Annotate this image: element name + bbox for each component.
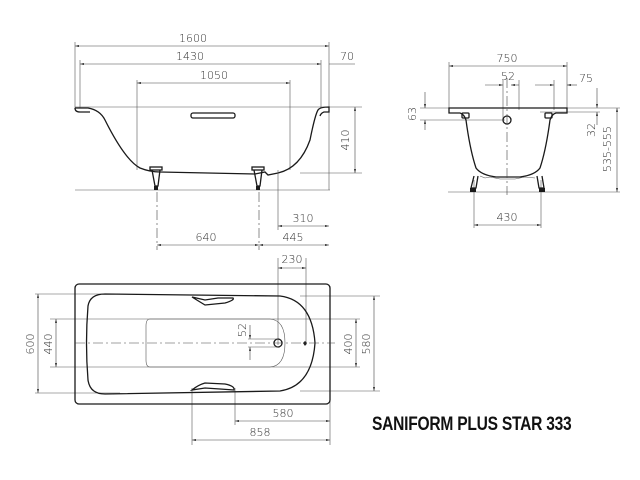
dim-handle-to-end: 580 bbox=[273, 407, 294, 420]
leg-right bbox=[251, 166, 265, 190]
dim-leg-spacing: 430 bbox=[497, 211, 518, 224]
dim-leg-spacing: 640 bbox=[196, 231, 217, 244]
dim-overflow-diameter: 52 bbox=[501, 70, 515, 83]
dim-bottom-length: 1050 bbox=[200, 69, 228, 82]
dim-rim-height: 32 bbox=[585, 123, 598, 137]
dim-overall-length: 1600 bbox=[179, 32, 207, 45]
dim-outer-width: 600 bbox=[24, 334, 37, 355]
dim-handle-start-to-end: 858 bbox=[250, 426, 271, 439]
dim-total-height: 535-555 bbox=[601, 126, 614, 172]
product-title: SANIFORM PLUS STAR 333 bbox=[372, 414, 572, 435]
side-view: 1600 1430 1050 70 410 310 640 445 bbox=[74, 32, 362, 250]
dim-inner-width: 580 bbox=[360, 334, 373, 355]
dim-overflow-diameter: 52 bbox=[236, 323, 249, 337]
dim-inner-length: 1430 bbox=[176, 50, 204, 63]
dim-rim-width: 75 bbox=[579, 72, 593, 85]
dim-drain-offset: 310 bbox=[293, 212, 314, 225]
dim-overflow-height: 63 bbox=[406, 107, 419, 121]
dim-drain-to-end: 230 bbox=[282, 253, 303, 266]
dim-inner-bottom-width: 400 bbox=[342, 334, 355, 355]
end-view: 750 52 75 63 32 535-555 430 bbox=[406, 52, 620, 228]
dim-rim-width: 70 bbox=[340, 50, 354, 63]
dim-bottom-width: 440 bbox=[42, 334, 55, 355]
leg-left bbox=[149, 166, 163, 190]
dim-depth: 410 bbox=[339, 130, 352, 151]
top-view: 230 600 440 52 400 580 580 858 bbox=[24, 253, 380, 445]
dim-overall-width: 750 bbox=[497, 52, 518, 65]
dim-leg-to-end: 445 bbox=[283, 231, 304, 244]
